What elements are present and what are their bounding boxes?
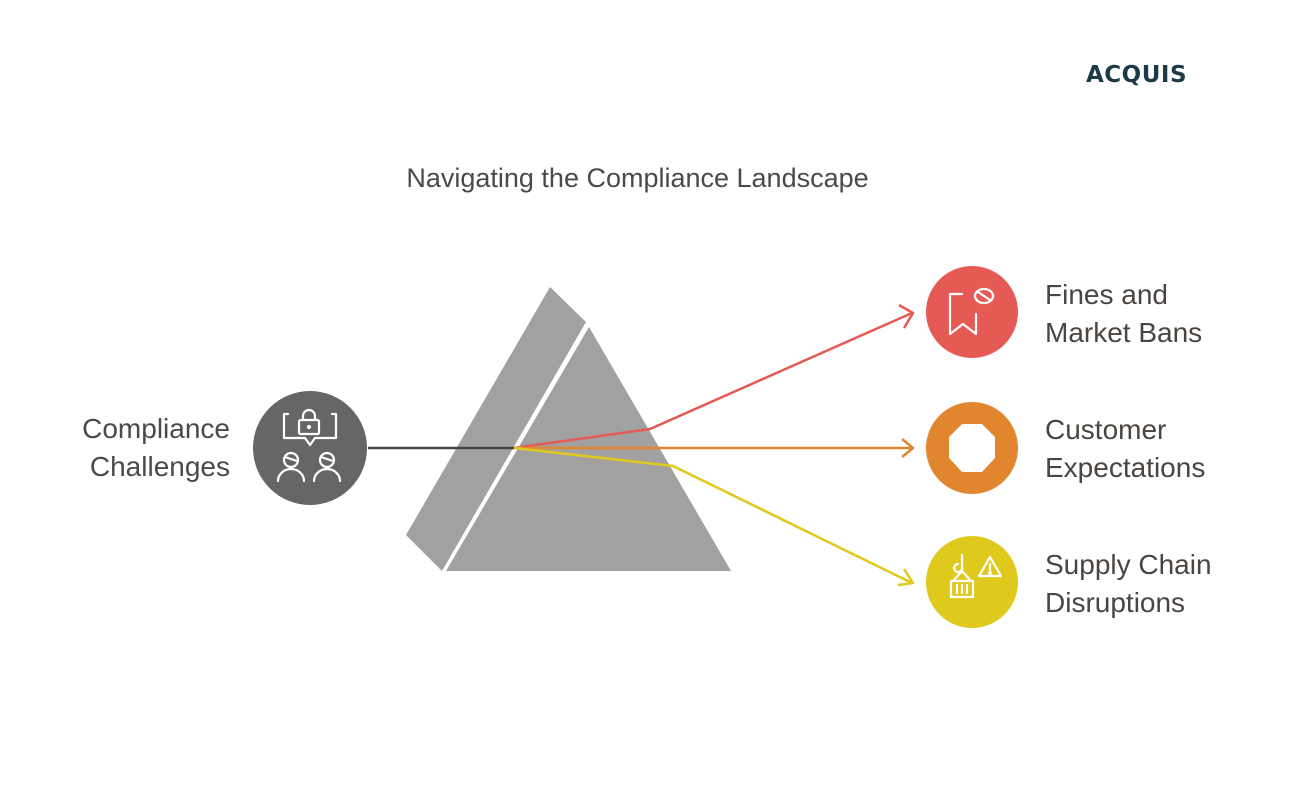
outcome-label-fines: Fines and Market Bans bbox=[1045, 276, 1202, 352]
source-label-line1: Compliance bbox=[82, 413, 230, 444]
outcome-label-line1: Customer bbox=[1045, 414, 1167, 445]
prism bbox=[406, 287, 731, 571]
container-warning-icon bbox=[949, 553, 1003, 599]
outcome-label-line2: Market Bans bbox=[1045, 317, 1203, 348]
source-node bbox=[253, 391, 367, 505]
source-label: Compliance Challenges bbox=[40, 410, 230, 486]
arrowhead-icon bbox=[897, 568, 915, 587]
supply-node bbox=[926, 536, 1018, 628]
octagon-ring-icon bbox=[949, 424, 995, 472]
fines-node bbox=[926, 266, 1018, 358]
beam-customer bbox=[514, 438, 915, 458]
people-lock-chat-icon bbox=[276, 408, 342, 483]
outcome-label-supply: Supply Chain Disruptions bbox=[1045, 546, 1212, 622]
beam-supply bbox=[513, 446, 915, 587]
diagram-title: Navigating the Compliance Landscape bbox=[406, 163, 869, 193]
arrowhead-icon bbox=[901, 438, 915, 458]
arrowhead-icon bbox=[898, 303, 915, 329]
beam-fines bbox=[513, 303, 915, 450]
outcome-label-line1: Supply Chain bbox=[1045, 549, 1212, 580]
customer-node bbox=[926, 402, 1018, 494]
outcome-label-customer: Customer Expectations bbox=[1045, 411, 1205, 487]
brand-logo: ACQUIS bbox=[1086, 62, 1188, 88]
outcome-label-line1: Fines and bbox=[1045, 279, 1168, 310]
bookmark-ban-icon bbox=[948, 287, 995, 336]
outcome-label-line2: Disruptions bbox=[1045, 587, 1186, 618]
outcome-label-line2: Expectations bbox=[1045, 452, 1206, 483]
source-label-line2: Challenges bbox=[89, 451, 230, 482]
